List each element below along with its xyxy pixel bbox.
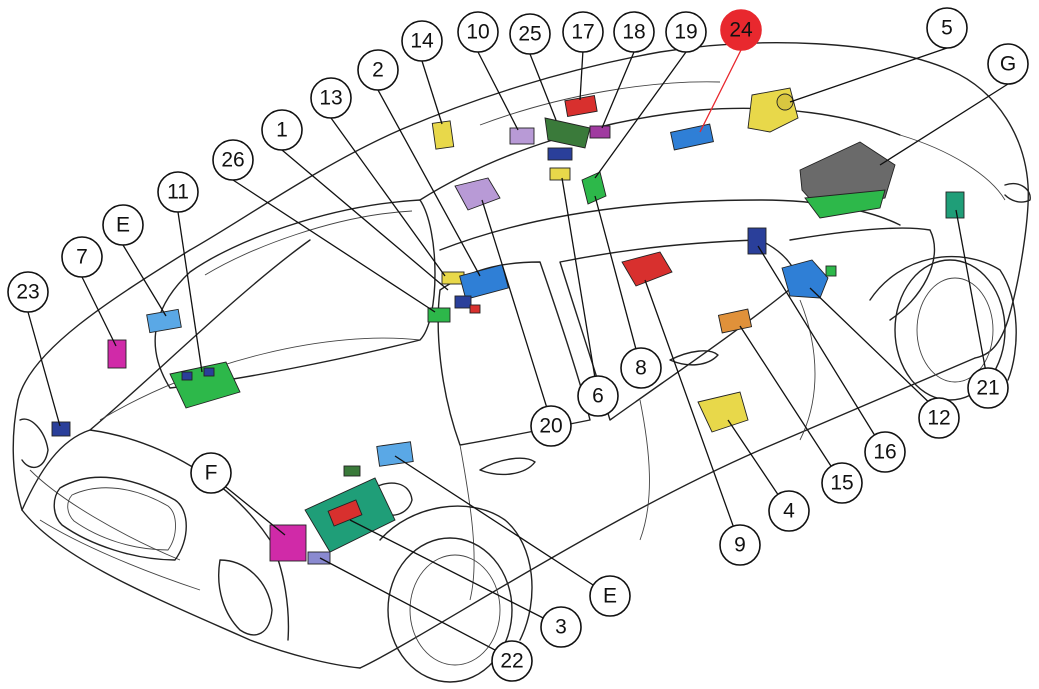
module-E2 — [376, 441, 414, 467]
callout-10: 10 — [457, 11, 499, 53]
callout-24: 24 — [720, 9, 762, 51]
svg-text:9: 9 — [734, 534, 746, 557]
module-1 — [454, 295, 472, 309]
callout-21: 21 — [967, 367, 1009, 409]
svg-text:8: 8 — [635, 357, 647, 380]
svg-text:14: 14 — [410, 30, 434, 53]
module-1b — [469, 304, 481, 314]
module-E1 — [146, 308, 182, 334]
module-3b — [327, 499, 363, 527]
module-20 — [454, 177, 501, 211]
module-25 — [544, 117, 591, 149]
module-8 — [581, 171, 607, 205]
callout-26: 26 — [212, 139, 254, 181]
svg-text:10: 10 — [466, 21, 489, 44]
svg-text:4: 4 — [783, 500, 795, 523]
svg-text:20: 20 — [539, 415, 562, 438]
callout-E-top: E — [102, 204, 144, 246]
callout-3: 3 — [540, 606, 582, 648]
module-18 — [589, 125, 611, 139]
callout-9: 9 — [719, 524, 761, 566]
callout-17: 17 — [562, 11, 604, 53]
callout-4: 4 — [768, 490, 810, 532]
module-25b — [547, 147, 573, 161]
car-outline — [12, 42, 1031, 683]
callout-15: 15 — [821, 462, 863, 504]
svg-text:2: 2 — [372, 59, 384, 82]
module-9 — [621, 251, 673, 287]
svg-text:11: 11 — [167, 181, 189, 204]
callout-18: 18 — [613, 11, 655, 53]
svg-text:15: 15 — [830, 472, 853, 495]
module-4 — [697, 391, 749, 433]
svg-text:23: 23 — [16, 281, 39, 304]
module-5-gear — [776, 93, 794, 111]
module-11b — [181, 371, 193, 381]
callout-25: 25 — [509, 13, 551, 55]
module-6 — [549, 167, 571, 181]
callout-19: 19 — [665, 11, 707, 53]
module-24 — [670, 123, 714, 151]
svg-text:F: F — [205, 462, 218, 485]
module-G-base — [804, 189, 886, 219]
svg-text:7: 7 — [76, 246, 88, 269]
svg-text:E: E — [116, 214, 130, 237]
module-2 — [459, 264, 509, 300]
module-16 — [747, 227, 767, 255]
svg-text:16: 16 — [873, 441, 896, 464]
callout-G: G — [987, 43, 1029, 85]
svg-text:G: G — [1000, 53, 1016, 76]
modules — [51, 87, 965, 565]
svg-text:22: 22 — [500, 650, 523, 673]
svg-text:21: 21 — [976, 377, 999, 400]
callout-20: 20 — [530, 405, 572, 447]
svg-text:12: 12 — [927, 407, 950, 430]
svg-text:24: 24 — [729, 19, 753, 42]
module-5 — [747, 87, 799, 133]
svg-text:26: 26 — [221, 149, 244, 172]
module-12 — [781, 259, 829, 299]
module-F — [269, 524, 307, 562]
svg-text:6: 6 — [592, 385, 604, 408]
callout-5: 5 — [926, 7, 968, 49]
svg-text:25: 25 — [518, 23, 541, 46]
callout-13: 13 — [310, 77, 352, 119]
leader-lines — [27, 47, 1009, 660]
callout-14: 14 — [401, 20, 443, 62]
svg-text:17: 17 — [571, 21, 594, 44]
callout-12: 12 — [918, 397, 960, 439]
callout-2: 2 — [357, 49, 399, 91]
module-23 — [51, 421, 71, 437]
module-3c — [343, 465, 361, 477]
callout-7: 7 — [61, 236, 103, 278]
svg-text:3: 3 — [555, 616, 567, 639]
callout-8: 8 — [620, 347, 662, 389]
module-14 — [431, 120, 455, 150]
callout-E-bottom: E — [589, 575, 631, 617]
callout-11: 11 — [157, 171, 199, 213]
svg-text:18: 18 — [622, 21, 645, 44]
callout-F: F — [190, 452, 232, 494]
module-21 — [945, 191, 965, 219]
svg-text:19: 19 — [674, 21, 697, 44]
callout-23: 23 — [7, 271, 49, 313]
callout-1: 1 — [261, 109, 303, 151]
module-7 — [107, 339, 127, 369]
svg-text:5: 5 — [941, 17, 953, 40]
module-11c — [203, 367, 215, 377]
callout-16: 16 — [864, 431, 906, 473]
callout-22: 22 — [491, 640, 533, 682]
callouts: 1 2 3 4 5 6 7 8 9 10 11 12 13 14 15 16 1… — [7, 7, 1029, 682]
svg-text:13: 13 — [319, 87, 342, 110]
svg-text:1: 1 — [276, 119, 288, 142]
module-10 — [509, 127, 535, 145]
module-15 — [717, 308, 753, 334]
svg-text:E: E — [603, 585, 617, 608]
module-12b — [825, 265, 837, 277]
callout-6: 6 — [577, 375, 619, 417]
